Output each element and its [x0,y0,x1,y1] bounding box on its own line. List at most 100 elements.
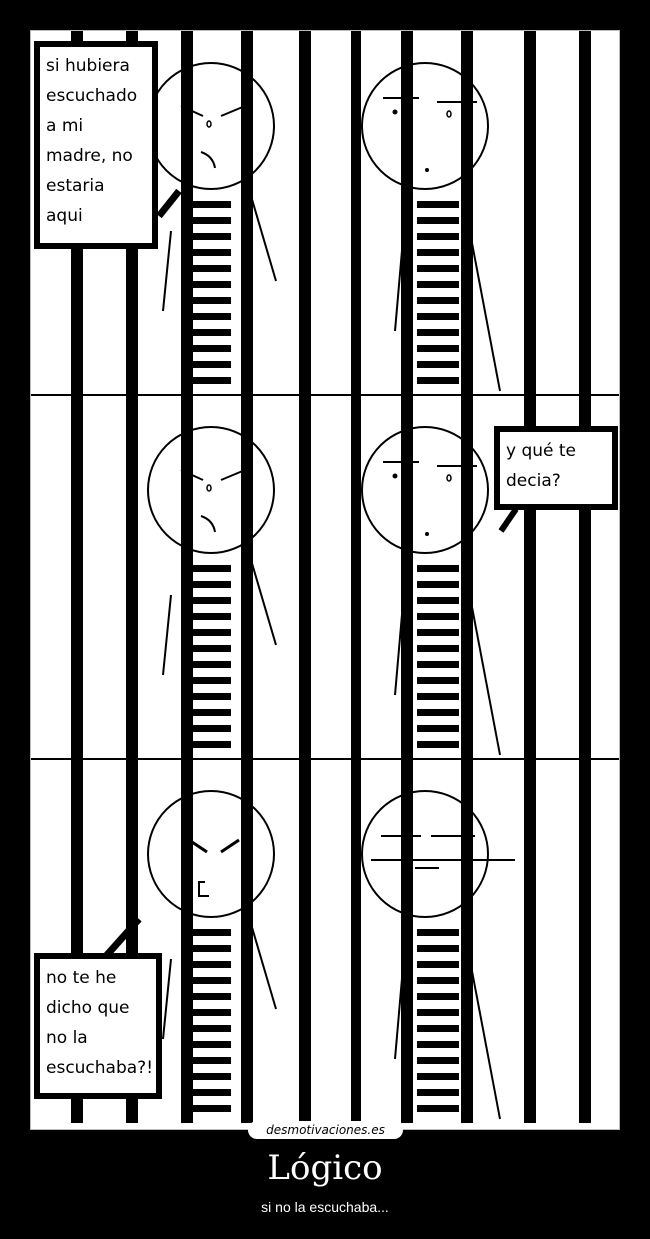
right-prisoner-stripe [417,565,459,572]
prison-bar [401,759,413,1123]
left-prisoner-stripe [191,329,231,336]
left-prisoner-stripe [191,201,231,208]
right-prisoner-stripe [417,977,459,984]
panel-2 [31,394,619,759]
poster-subtitle: si no la escuchaba... [261,1199,389,1215]
left-prisoner-stripe [191,1009,231,1016]
right-prisoner-stripe [417,361,459,368]
speech-bubble-2: y qué te decia? [494,426,618,510]
right-prisoner-stripe [417,709,459,716]
right-prisoner-stripe [417,677,459,684]
prison-bar [351,395,361,759]
speech-tail-2 [498,507,519,533]
left-prisoner-stripe [191,361,231,368]
left-prisoner-stripe [191,741,231,748]
left-prisoner-stripe [191,565,231,572]
left-prisoner-mouth [200,515,216,533]
left-prisoner-stripe [191,677,231,684]
right-prisoner-mouth [425,532,429,536]
left-prisoner-head [147,426,275,554]
right-prisoner-stripe [417,741,459,748]
prison-bar [126,395,138,759]
right-prisoner-mouth [425,168,429,172]
left-prisoner-arm [162,958,172,1040]
right-prisoner-stripe [417,1009,459,1016]
left-prisoner-stripe [191,961,231,968]
left-prisoner-arm [250,923,277,1010]
right-prisoner-stripe [417,217,459,224]
right-prisoner-stripe [417,1089,459,1096]
right-prisoner-eye [392,109,398,115]
right-prisoner-stripe [417,993,459,1000]
right-prisoner-head [361,62,489,190]
prison-bar [299,395,311,759]
left-prisoner-arm [250,559,277,646]
prison-bar [181,31,193,395]
prison-bar [241,31,253,395]
left-prisoner-arm [162,594,172,676]
left-prisoner-stripe [191,1057,231,1064]
speech-bubble-3: no te he dicho que no la escuchaba?! [34,953,162,1099]
left-prisoner-stripe [191,597,231,604]
right-prisoner-stripe [417,693,459,700]
site-watermark: desmotivaciones.es [248,1121,403,1139]
panel-divider [31,758,619,760]
right-prisoner-stripe [417,629,459,636]
right-prisoner-stripe [417,1105,459,1112]
right-prisoner-eye [392,473,398,479]
left-prisoner-stripe [191,281,231,288]
left-prisoner-stripe [191,297,231,304]
left-prisoner-stripe [191,1073,231,1080]
left-prisoner-stripe [191,929,231,936]
left-prisoner-stripe [191,345,231,352]
left-prisoner-stripe [191,629,231,636]
left-prisoner-stripe [191,1041,231,1048]
right-prisoner-stripe [417,281,459,288]
left-prisoner-stripe [191,233,231,240]
left-prisoner-stripe [191,977,231,984]
left-prisoner-stripe [191,313,231,320]
right-prisoner-stripe [417,1073,459,1080]
prison-bar [351,31,361,395]
left-prisoner-stripe [191,217,231,224]
prison-bar [461,31,473,395]
panel-divider [31,394,619,396]
right-prisoner-stripe [417,297,459,304]
comic-strip [31,31,619,1123]
left-prisoner-stripe [191,1025,231,1032]
prison-bar [71,395,83,759]
right-prisoner-head [361,790,489,918]
left-prisoner-stripe [191,1089,231,1096]
left-prisoner-stripe [191,993,231,1000]
left-prisoner-arm [162,230,172,312]
left-prisoner-stripe [191,645,231,652]
speech-bubble-1: si hubiera escuchado a mi madre, no esta… [34,41,158,249]
right-prisoner-stripe [417,725,459,732]
left-prisoner-stripe [191,265,231,272]
right-prisoner-stripe [417,961,459,968]
left-prisoner-mouth [200,151,216,169]
prison-bar [241,759,253,1123]
right-prisoner-stripe [417,581,459,588]
prison-bar [351,759,361,1123]
left-prisoner-stripe [191,581,231,588]
comic-frame: si hubiera escuchado a mi madre, no esta… [30,30,620,1130]
prison-bar [241,395,253,759]
left-prisoner-eye [206,484,212,492]
left-prisoner-arm [250,195,277,282]
poster-title: Lógico [267,1148,383,1188]
prison-bar [401,31,413,395]
left-prisoner-stripe [191,377,231,384]
right-prisoner-stripe [417,345,459,352]
prison-bar [461,759,473,1123]
left-prisoner-stripe [191,613,231,620]
prison-bar [401,395,413,759]
right-prisoner-head [361,426,489,554]
left-prisoner-mouth [198,881,209,897]
left-prisoner-eye [206,120,212,128]
right-prisoner-stripe [417,661,459,668]
prison-bar [181,395,193,759]
prison-bar [299,31,311,395]
right-prisoner-stripe [417,613,459,620]
